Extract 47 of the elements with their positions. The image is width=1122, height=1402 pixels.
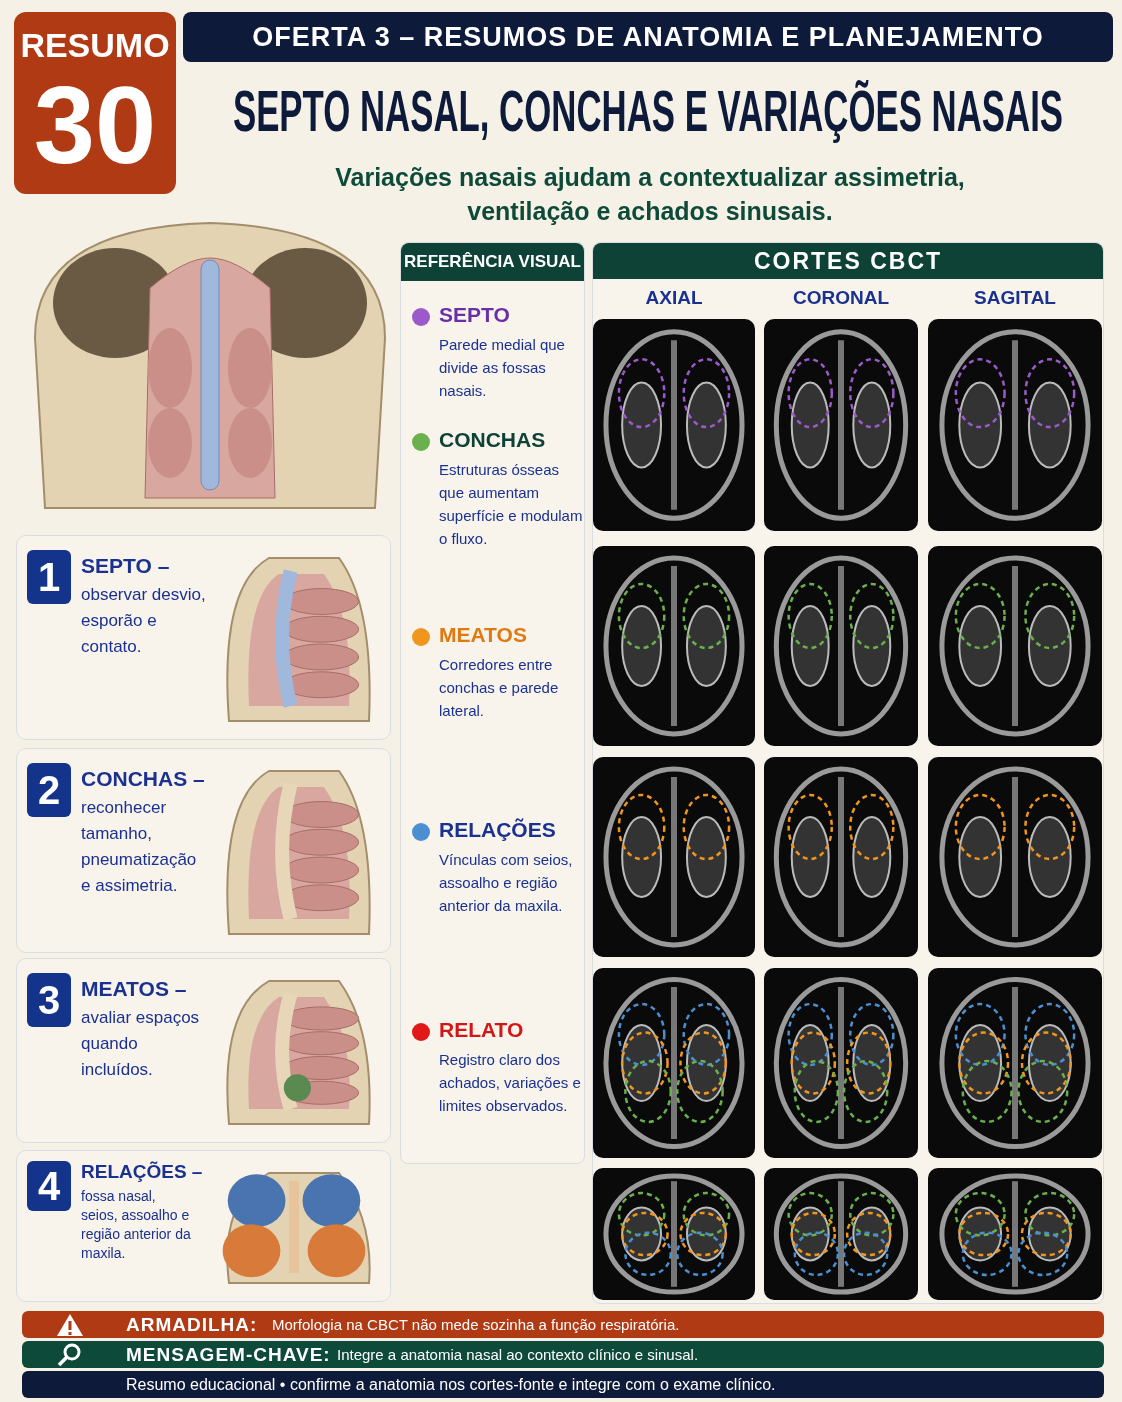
step-heading: MEATOS – — [81, 977, 188, 1001]
step-heading: SEPTO – — [81, 554, 171, 578]
alert-bar — [22, 1311, 1104, 1338]
subtitle: Variações nasais ajudam a contextualizar assimetria, ventilação e achados sinusais. — [334, 162, 966, 227]
badge-label: RESUMO — [19, 26, 171, 65]
step-card — [16, 535, 391, 740]
reference-heading: SEPTO — [439, 303, 510, 327]
alert-label: MENSAGEM-CHAVE: — [126, 1343, 331, 1367]
reference-heading: CONCHAS — [439, 428, 546, 452]
alert-text: Morfologia na CBCT não mede sozinha a função respiratória. — [272, 1315, 680, 1335]
step-description: observar desvio, esporão e contato. — [81, 584, 206, 658]
step-description: reconhecer tamanho, pneumatização e assimetria. — [81, 797, 198, 897]
view-label: SAGITAL — [973, 287, 1057, 309]
reference-heading: RELATO — [439, 1018, 524, 1042]
number-badge: 1 — [27, 550, 71, 604]
step-heading: RELAÇÕES – — [81, 1161, 204, 1183]
diagram-title: SEPTO NASAL, CONCHAS E VARIAÇÕES NASAIS — [232, 77, 1064, 145]
number-badge: 2 — [27, 763, 71, 817]
number-badge: 4 — [27, 1161, 71, 1211]
alert-label: ARMADILHA: — [126, 1313, 258, 1337]
reference-description: Registro claro dos achados, variações e limites observados. — [439, 1050, 582, 1116]
view-label: CORONAL — [791, 287, 891, 309]
header-banner: OFERTA 3 – RESUMOS DE ANATOMIA E PLANEJAMENTO — [183, 12, 1113, 62]
step-heading: CONCHAS – — [81, 767, 206, 791]
reference-description: Vínculas com seios, assoalho e região anterior da maxila. — [439, 850, 574, 916]
step-description: avaliar espaços quando incluídos. — [81, 1007, 201, 1081]
step-description: fossa nasal, seios, assoalho e região anterior da maxila. — [81, 1187, 192, 1263]
panel-header: REFERÊNCIA VISUAL — [401, 243, 584, 281]
summary-badge — [14, 12, 176, 194]
view-label: AXIAL — [644, 287, 704, 309]
ct-panel — [592, 242, 1104, 1304]
number-badge: 3 — [27, 973, 71, 1027]
footer-bar — [22, 1371, 1104, 1398]
panel-header: CORTES CBCT — [593, 243, 1103, 279]
footer-text: Resumo educacional • confirme a anatomia nos cortes-fonte e integre com o exame clínico. — [126, 1375, 776, 1395]
reference-panel — [400, 242, 585, 1164]
step-card — [16, 1150, 391, 1302]
alert-text: Integre a anatomia nasal ao contexto clínico e sinusal. — [337, 1345, 699, 1365]
reference-description: Corredores entre conchas e parede lateral. — [439, 655, 560, 721]
alert-bar — [22, 1341, 1104, 1368]
badge-number: 30 — [32, 62, 158, 187]
step-card — [16, 958, 391, 1143]
reference-description: Estruturas ósseas que aumentam superfície e modulam o fluxo. — [439, 460, 584, 549]
reference-heading: MEATOS — [439, 623, 527, 647]
reference-heading: RELAÇÕES — [439, 818, 556, 842]
reference-description: Parede medial que divide as fossas nasais. — [439, 335, 566, 401]
step-card — [16, 748, 391, 953]
